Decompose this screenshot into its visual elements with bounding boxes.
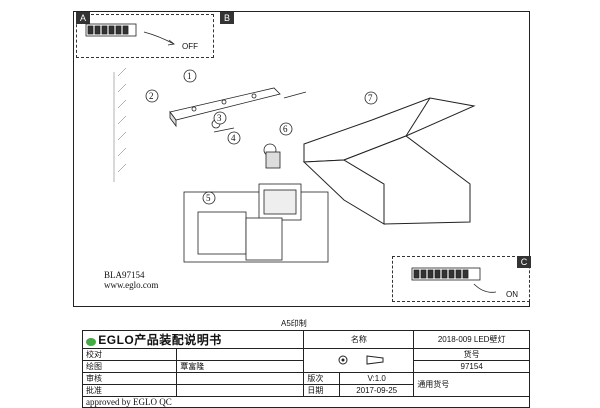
assembly-illustration xyxy=(85,23,497,293)
row-label: 审核 xyxy=(81,372,178,385)
version-label: 版次 xyxy=(303,372,341,385)
panel-b-tab: B xyxy=(220,12,234,24)
row-value: 覃富隆 xyxy=(176,360,305,373)
assembly-drawing-sheet: A B OFF C ON xyxy=(73,11,531,307)
title-block: EGLO产品装配说明书 名称 2018-009 LED壁灯 校对 货号 绘图 覃… xyxy=(81,330,530,408)
step-3: 3 xyxy=(217,113,222,123)
row-label: 绘图 xyxy=(81,360,178,373)
junction-box-detail xyxy=(183,143,329,263)
row-value xyxy=(176,384,305,397)
switch-block-a xyxy=(85,23,175,46)
lamp-body xyxy=(302,97,476,225)
eglo-logo-icon xyxy=(86,337,96,346)
doc-title: 产品装配说明书 xyxy=(134,333,222,347)
step-1: 1 xyxy=(187,71,192,81)
panel-a-tab: A xyxy=(76,12,90,24)
logo-area: EGLO产品装配说明书 xyxy=(81,330,305,349)
name-label: 名称 xyxy=(303,330,415,349)
step-callouts xyxy=(145,69,378,205)
step-7: 7 xyxy=(368,93,373,103)
model-number: BLA97154 xyxy=(104,270,145,280)
step-5: 5 xyxy=(206,193,211,203)
row-value xyxy=(176,348,305,361)
step-4: 4 xyxy=(231,133,236,143)
approved-note: approved by EGLO QC xyxy=(82,396,530,408)
on-label: ON xyxy=(506,290,518,299)
row-label: 批准 xyxy=(81,384,178,397)
date-label: 日期 xyxy=(303,384,341,397)
off-label: OFF xyxy=(182,42,198,51)
row-value xyxy=(176,372,305,385)
item-no-value: 97154 xyxy=(413,360,530,373)
step-6: 6 xyxy=(283,124,288,134)
panel-c-tab: C xyxy=(517,256,531,268)
name-value: 2018-009 LED壁灯 xyxy=(413,330,530,349)
brand-name: EGLO xyxy=(98,333,135,347)
switch-inset-c xyxy=(392,256,530,302)
wall-hatch xyxy=(113,67,127,182)
universal-no-label: 通用货号 xyxy=(413,372,530,397)
projection-icon xyxy=(303,348,415,373)
print-note: A5印制 xyxy=(281,319,307,328)
step-2: 2 xyxy=(149,91,154,101)
website: www.eglo.com xyxy=(104,280,159,290)
row-label: 校对 xyxy=(81,348,178,361)
mounting-bracket xyxy=(169,87,281,128)
date-value: 2017-09-25 xyxy=(339,384,415,397)
version-value: V:1.0 xyxy=(339,372,415,385)
switch-block-c xyxy=(411,267,497,293)
item-no-label: 货号 xyxy=(413,348,530,361)
